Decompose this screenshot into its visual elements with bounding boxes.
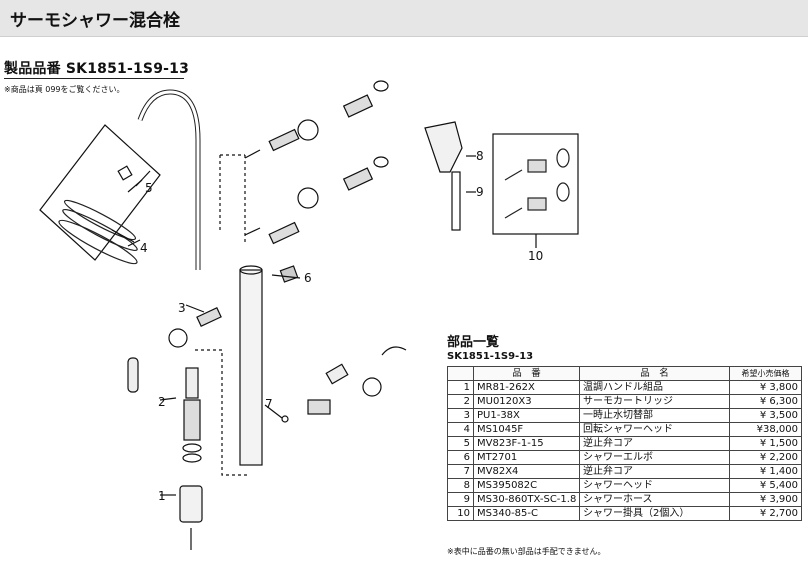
callout-7: 7	[265, 397, 273, 411]
row-code: MU0120X3	[473, 394, 580, 409]
rain-shower-head-box	[39, 124, 161, 261]
row-price: ¥ 5,400	[729, 478, 802, 493]
part-5-cartridge	[117, 165, 133, 181]
row-price: ¥38,000	[729, 422, 802, 437]
row-code: MS340-85-C	[473, 506, 580, 521]
row-code: MV823F-1-15	[473, 436, 580, 451]
wall-bracket-lower	[244, 156, 389, 245]
exploded-parts-diagram: 5 4 6 3 2 7 8 9 10 1	[39, 80, 579, 550]
product-number-label: 製品品番 SK1851-1S9-13	[4, 61, 190, 77]
row-name: 一時止水切替部	[579, 408, 730, 423]
rain-head-discs	[58, 199, 138, 265]
callout-5: 5	[145, 181, 153, 195]
row-price: ¥ 1,500	[729, 436, 802, 451]
row-code: MS1045F	[473, 422, 580, 437]
callout-10: 10	[528, 249, 543, 263]
callout-3: 3	[178, 301, 186, 315]
row-name: シャワーエルボ	[579, 450, 730, 465]
title-bar: サーモシャワー混合栓	[0, 0, 808, 37]
row-name: シャワーホース	[579, 492, 730, 507]
parts-list-heading: 部品一覧	[447, 335, 500, 350]
row-no: 1	[447, 380, 474, 395]
callout-1: 1	[158, 489, 166, 503]
callout-8: 8	[476, 149, 484, 163]
row-price: ¥ 3,500	[729, 408, 802, 423]
callout-labels: 5 4 6 3 2 7 8 9 10 1	[140, 149, 543, 503]
wall-bracket-upper	[244, 80, 389, 159]
row-code: PU1-38X	[473, 408, 580, 423]
part-3-diverter	[127, 307, 222, 393]
row-no: 10	[447, 506, 474, 521]
parts-list-code: SK1851-1S9-13	[447, 351, 534, 362]
col-header-name: 品 名	[579, 366, 730, 381]
row-name: 回転シャワーヘッド	[579, 422, 730, 437]
row-no: 7	[447, 464, 474, 479]
col-header-price: 希望小売価格	[729, 366, 802, 381]
row-name: シャワーヘッド	[579, 478, 730, 493]
row-code: MT2701	[473, 450, 580, 465]
row-price: ¥ 2,700	[729, 506, 802, 521]
row-no: 5	[447, 436, 474, 451]
row-code: MV82X4	[473, 464, 580, 479]
row-code: MS395082C	[473, 478, 580, 493]
table-header-row: 品 番 品 名 希望小売価格	[447, 366, 802, 381]
product-note: ※商品は頁 099をご覧ください。	[4, 85, 125, 94]
callout-2: 2	[158, 395, 166, 409]
parts-footnote: ※表中に品番の無い部品は手配できません。	[447, 547, 606, 556]
part-2-thermo-cartridge	[182, 367, 202, 463]
row-price: ¥ 1,400	[729, 464, 802, 479]
part-8-shower-head	[424, 121, 463, 231]
callout-4: 4	[140, 241, 148, 255]
callout-6: 6	[304, 271, 312, 285]
row-no: 3	[447, 408, 474, 423]
row-name: サーモカートリッジ	[579, 394, 730, 409]
part-1-handle	[179, 485, 203, 550]
row-price: ¥ 6,300	[729, 394, 802, 409]
page-title: サーモシャワー混合栓	[10, 11, 180, 31]
row-code: MS30-860TX-SC-1.8	[473, 492, 580, 507]
col-header-no	[447, 366, 474, 381]
callout-9: 9	[476, 185, 484, 199]
main-column	[239, 269, 263, 466]
part-6-shower-elbow	[279, 265, 299, 283]
col-header-code: 品 番	[473, 366, 580, 381]
row-name: 逆止弁コア	[579, 464, 730, 479]
row-price: ¥ 3,900	[729, 492, 802, 507]
row-name: 逆止弁コア	[579, 436, 730, 451]
row-no: 8	[447, 478, 474, 493]
part-7-check-valve	[281, 346, 407, 423]
product-underline	[4, 78, 184, 79]
row-no: 4	[447, 422, 474, 437]
row-no: 2	[447, 394, 474, 409]
row-no: 9	[447, 492, 474, 507]
row-name: シャワー掛具（2個入）	[579, 506, 730, 521]
row-price: ¥ 3,800	[729, 380, 802, 395]
row-name: 温調ハンドル組品	[579, 380, 730, 395]
row-code: MR81-262X	[473, 380, 580, 395]
row-no: 6	[447, 450, 474, 465]
row-price: ¥ 2,200	[729, 450, 802, 465]
